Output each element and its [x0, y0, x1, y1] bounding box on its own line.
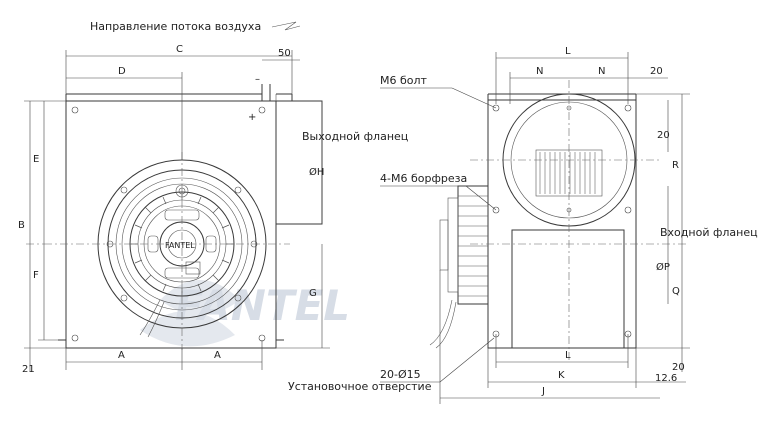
dim-f: F [33, 270, 39, 281]
svg-text:+: + [248, 112, 256, 123]
dim-d: D [118, 66, 126, 77]
front-view: FANTEL [26, 84, 323, 350]
m6-countersink-label: 4-М6 борфреза [380, 172, 467, 185]
dim-e: E [33, 154, 39, 165]
dim-h: ØH [309, 166, 324, 178]
side-dimensions: L N N 20 20 R ØP Q 20 Входной фланец М6 … [288, 46, 758, 404]
mounting-holes-label: Установочное отверстие [288, 380, 432, 393]
m6-bolt-label: М6 болт [380, 74, 428, 87]
dim-c: C [176, 44, 183, 55]
side-holes [492, 104, 632, 338]
dim-j: J [541, 386, 545, 397]
dim-a-right: A [214, 350, 221, 361]
dim-k: K [558, 370, 565, 381]
dim-a-left: A [118, 350, 125, 361]
watermark-logo: FANTEL [140, 280, 350, 347]
dim-n-right: N [598, 66, 605, 77]
front-dimensions: Направление потока воздуха C 50 D – + B … [18, 20, 408, 375]
watermark-text: FANTEL [175, 281, 350, 330]
airflow-arrow-icon [271, 21, 301, 31]
dim-l-top: L [565, 46, 571, 57]
hub-logo-text: FANTEL [165, 241, 195, 250]
dim-21: 21 [22, 364, 35, 375]
side-view [429, 80, 686, 360]
dim-20-bottom: 20 [672, 362, 685, 373]
dim-q: Q [672, 286, 680, 297]
dim-g: G [309, 288, 317, 299]
side-housing-body [487, 99, 637, 349]
dim-n-left: N [536, 66, 543, 77]
airflow-direction-label: Направление потока воздуха [90, 20, 261, 33]
svg-text:–: – [255, 74, 260, 85]
outlet-flange-body [275, 100, 323, 225]
dim-b: B [18, 220, 25, 231]
dim-l-bottom: L [565, 350, 571, 361]
wheel-blades [539, 152, 596, 194]
dim-12-6: 12.6 [655, 373, 677, 384]
side-motor-fins [458, 195, 488, 297]
mounting-holes-size: 20-Ø15 [380, 368, 421, 381]
dim-r: R [672, 160, 679, 171]
dim-50: 50 [278, 48, 291, 59]
dim-20-top: 20 [650, 66, 663, 77]
dim-20-right: 20 [657, 130, 670, 141]
outlet-flange-label: Выходной фланец [302, 130, 408, 143]
dim-p: ØP [656, 261, 670, 273]
inlet-flange-label: Входной фланец [660, 226, 758, 239]
